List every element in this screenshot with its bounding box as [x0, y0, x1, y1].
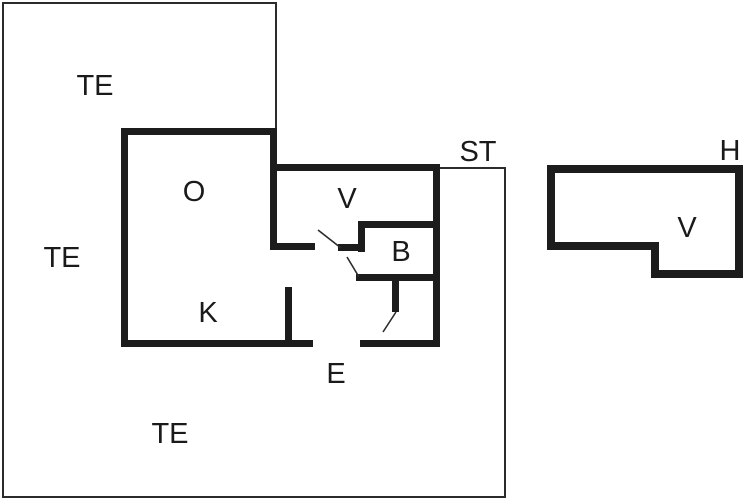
hall-door-swing [382, 311, 397, 333]
b-bottom-wall [356, 274, 440, 281]
hall-stub-wall [338, 244, 363, 251]
b-left-wall [358, 221, 365, 252]
annex-step-wall [651, 242, 659, 278]
k-stub-wall [285, 287, 292, 347]
label-entrance-e: E [326, 358, 345, 390]
annex-left-wall [547, 165, 555, 250]
annex-top-wall [547, 165, 743, 173]
label-terrace-top: TE [76, 70, 113, 102]
annex-bottom-wall [651, 270, 743, 278]
label-h: H [720, 135, 741, 167]
annex-lower-left-wall [547, 242, 659, 250]
label-terrace-left: TE [43, 242, 80, 274]
annex-right-wall [735, 165, 743, 278]
b-top-wall [358, 221, 440, 228]
k-bottom-wall [121, 340, 313, 347]
label-room-k: K [198, 297, 218, 329]
label-st: ST [459, 136, 496, 168]
label-annex-v: V [677, 212, 697, 244]
v-top-wall [270, 164, 440, 171]
main-top-wall [121, 128, 277, 135]
walls-layer [121, 128, 743, 347]
label-room-v: V [337, 183, 357, 215]
label-terrace-bottom: TE [151, 418, 188, 450]
b-door-swing [346, 256, 360, 278]
plot-outline [2, 2, 506, 498]
label-room-o: O [183, 176, 206, 208]
main-left-wall [121, 128, 128, 347]
v-door-swing [317, 229, 342, 249]
hall-divider-wall [392, 281, 399, 312]
doors-layer [317, 229, 397, 333]
main-right-wall [433, 164, 440, 347]
labels-layer: TE TE TE O V B K E ST H V [43, 70, 740, 450]
v-bottom-wall [270, 243, 315, 250]
entry-bottom-wall [360, 340, 440, 347]
plot-boundary-layer [2, 2, 506, 498]
label-room-b: B [391, 236, 410, 268]
o-v-divider-wall [270, 128, 277, 250]
